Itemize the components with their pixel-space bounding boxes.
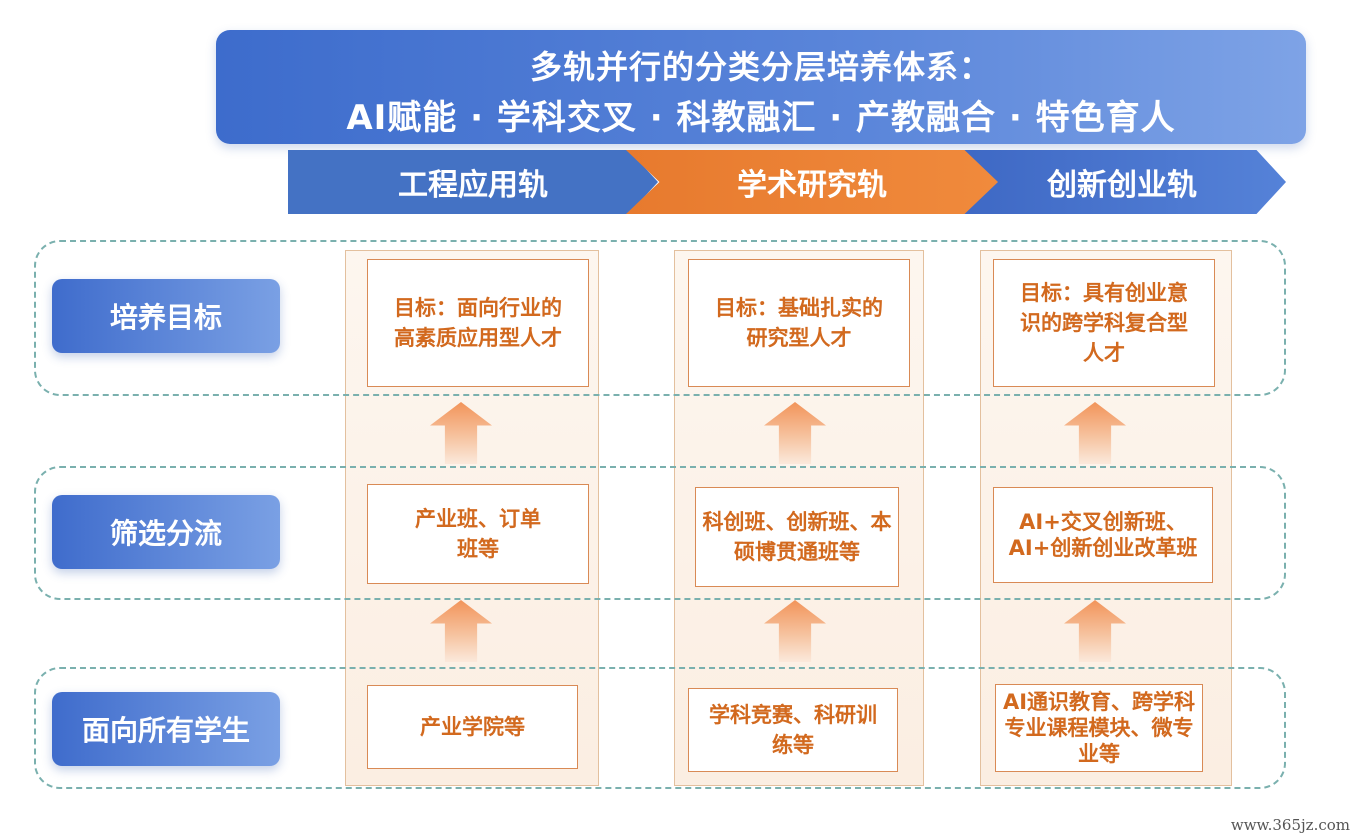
track-innovation-label: 创新创业轨 <box>1047 168 1197 203</box>
academic-screening-box: 科创班、创新班、本硕博贯通班等 <box>695 487 899 587</box>
track-header: 工程应用轨 学术研究轨 创新创业轨 <box>288 150 1288 216</box>
academic-goal-box: 目标：基础扎实的研究型人才 <box>688 259 910 387</box>
academic-goal-text: 目标：基础扎实的研究型人才 <box>715 296 883 350</box>
innovation-all-students-box: AI通识教育、跨学科专业课程模块、微专业等 <box>995 684 1203 772</box>
innovation-goal-text: 目标：具有创业意识的跨学科复合型人才 <box>1020 281 1188 365</box>
title-line-1: 多轨并行的分类分层培养体系： <box>529 48 992 86</box>
innovation-goal-box: 目标：具有创业意识的跨学科复合型人才 <box>993 259 1215 387</box>
track-engineering: 工程应用轨 <box>288 150 658 214</box>
row-label-all-students: 面向所有学生 <box>52 692 280 766</box>
row-frame-all-students <box>34 667 1286 789</box>
innovation-screening-box: AI+交叉创新班、AI+创新创业改革班 <box>993 487 1213 583</box>
track-innovation: 创新创业轨 <box>958 150 1286 214</box>
engineering-all-students-box: 产业学院等 <box>367 685 578 769</box>
row-frame-screening <box>34 466 1286 600</box>
watermark: www.365jz.com <box>1230 816 1350 834</box>
row-label-goal: 培养目标 <box>52 279 280 353</box>
track-engineering-label: 工程应用轨 <box>398 168 548 203</box>
row-label-screening: 筛选分流 <box>52 495 280 569</box>
engineering-goal-text: 目标：面向行业的高素质应用型人才 <box>394 296 562 350</box>
title-line-2: AI赋能 · 学科交叉 · 科教融汇 · 产教融合 · 特色育人 <box>346 98 1176 138</box>
engineering-all-students-text: 产业学院等 <box>420 715 525 739</box>
engineering-screening-box: 产业班、订单班等 <box>367 484 589 584</box>
title-banner: 多轨并行的分类分层培养体系： AI赋能 · 学科交叉 · 科教融汇 · 产教融合… <box>216 30 1306 144</box>
engineering-goal-box: 目标：面向行业的高素质应用型人才 <box>367 259 589 387</box>
engineering-screening-text: 产业班、订单班等 <box>415 507 541 561</box>
academic-all-students-text: 学科竞赛、科研训练等 <box>709 703 877 757</box>
innovation-all-students-text: AI通识教育、跨学科专业课程模块、微专业等 <box>1002 690 1196 766</box>
track-academic: 学术研究轨 <box>626 150 998 214</box>
academic-screening-text: 科创班、创新班、本硕博贯通班等 <box>702 510 892 564</box>
row-frame-goal <box>34 240 1286 396</box>
innovation-screening-text: AI+交叉创新班、AI+创新创业改革班 <box>1008 510 1198 560</box>
track-academic-label: 学术研究轨 <box>737 168 887 203</box>
academic-all-students-box: 学科竞赛、科研训练等 <box>688 688 898 772</box>
